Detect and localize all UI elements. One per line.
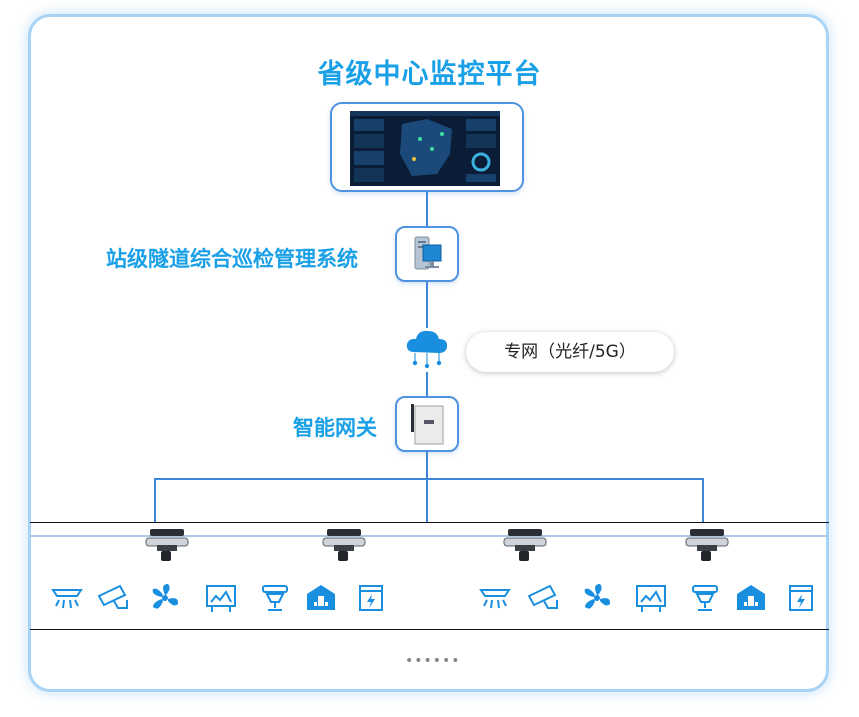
cloud-icon (406, 330, 448, 369)
shelter-icon (737, 585, 765, 610)
robot-icon (145, 529, 189, 561)
sensor-icon (692, 585, 718, 611)
connector-line (426, 452, 428, 522)
display-board-icon (206, 585, 236, 612)
rail-track (30, 535, 829, 537)
dashboard-thumbnail (350, 111, 500, 186)
power-box-icon (789, 585, 813, 611)
drop-line (702, 478, 704, 522)
computer-icon (414, 236, 442, 270)
display-board-icon (636, 585, 666, 612)
shelter-icon (307, 585, 335, 610)
bus-line (154, 478, 704, 480)
monitor-screen-box (330, 102, 524, 192)
station-server-box (395, 226, 459, 282)
robot-icon (322, 529, 366, 561)
network-label-pill: 专网（光纤/5G） (466, 332, 674, 372)
robot-icon (503, 529, 547, 561)
gateway-device-icon (411, 404, 444, 445)
platform-title: 省级中心监控平台 (317, 59, 542, 90)
more-indicator: •••••• (405, 653, 461, 669)
robot-icon (685, 529, 729, 561)
connector-line (426, 372, 428, 396)
connector-line (426, 282, 428, 328)
smoke-detector-icon (479, 589, 511, 609)
fan-icon (152, 584, 179, 609)
station-system-label: 站级隧道综合巡检管理系统 (106, 247, 358, 271)
drop-line (154, 478, 156, 522)
camera-icon (97, 584, 128, 609)
gateway-label: 智能网关 (293, 416, 377, 440)
camera-icon (527, 584, 558, 609)
fan-icon (584, 584, 611, 609)
gateway-box (395, 396, 459, 452)
connector-line (426, 192, 428, 226)
smoke-detector-icon (51, 589, 83, 609)
tunnel-bottom-line (30, 629, 829, 630)
tunnel-top-line (30, 522, 829, 523)
sensor-icon (262, 585, 288, 611)
power-box-icon (359, 585, 383, 611)
